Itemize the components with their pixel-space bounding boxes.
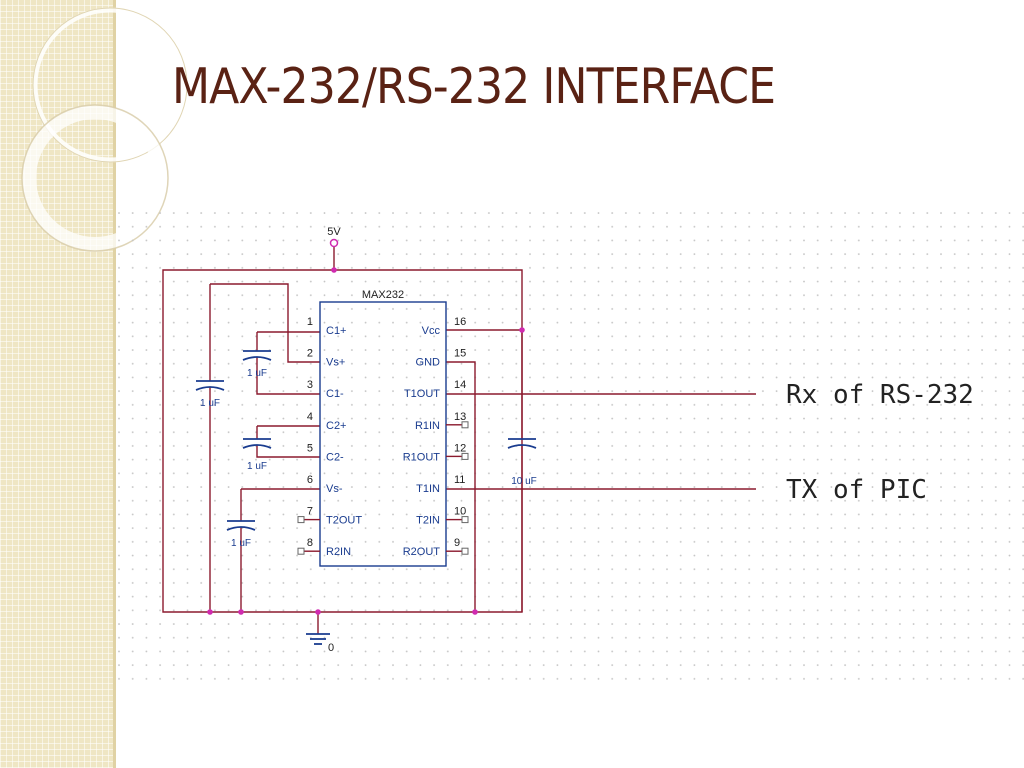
pin-1-c1-: 1C1+	[307, 316, 347, 337]
pin-name: T1OUT	[404, 388, 440, 400]
pin-number: 7	[307, 506, 313, 518]
pin-name: R2OUT	[403, 546, 441, 558]
pin-5-c2-: 5C2-	[307, 442, 344, 463]
capacitor-c3-value: 1 uF	[200, 398, 220, 409]
pin-4-c2-: 4C2+	[307, 411, 347, 432]
capacitor-c4-symbol	[226, 520, 256, 531]
pin-number: 3	[307, 379, 313, 391]
pin-name: C1-	[326, 388, 344, 400]
capacitor-c1-symbol	[242, 350, 272, 361]
pin-name: C2-	[326, 451, 344, 463]
max232-chip-body	[319, 301, 447, 567]
pin-number: 15	[454, 348, 466, 360]
ic-name-label: MAX232	[362, 289, 404, 301]
pin-name: Vs+	[326, 357, 345, 369]
tx-signal-label: TX of PIC	[786, 475, 927, 505]
pin-number: 6	[307, 474, 313, 486]
schematic-diagram: 5V 0 MAX232 1 uF 1 uF 1 uF 1 uF 10 uF 1C…	[116, 210, 1024, 680]
pin-number: 14	[454, 379, 466, 391]
capacitor-c3-symbol	[195, 380, 225, 391]
pin-number: 4	[307, 411, 313, 423]
pin-number: 11	[454, 474, 465, 486]
capacitor-c5-symbol	[507, 438, 537, 449]
pin-name: Vcc	[422, 325, 441, 337]
rx-signal-label: Rx of RS-232	[786, 380, 974, 410]
pin-number: 13	[454, 411, 466, 423]
pin-name: T2OUT	[326, 515, 362, 527]
pin-number: 8	[307, 537, 313, 549]
pin-number: 5	[307, 442, 313, 454]
pin-number: 2	[307, 348, 313, 360]
capacitor-c1-value: 1 uF	[247, 368, 267, 379]
capacitor-symbols	[195, 350, 537, 531]
pin-6-vs-: 6Vs-	[307, 474, 343, 495]
side-band-edge	[113, 0, 116, 768]
pin-number: 1	[307, 316, 313, 328]
capacitor-c2-value: 1 uF	[247, 461, 267, 472]
pin-name: C2+	[326, 420, 347, 432]
ground-symbol	[306, 633, 330, 645]
pin-name: R1IN	[415, 420, 440, 432]
pin-2-vs-: 2Vs+	[307, 348, 345, 369]
pin-name: T1IN	[416, 483, 440, 495]
pin-number: 12	[454, 442, 466, 454]
pin-name: C1+	[326, 325, 347, 337]
capacitor-c4-value: 1 uF	[231, 538, 251, 549]
pin-name: R2IN	[326, 546, 351, 558]
pin-number: 10	[454, 506, 466, 518]
schematic-grid	[116, 210, 1024, 680]
junction-dots	[207, 267, 525, 615]
pin-name: R1OUT	[403, 451, 441, 463]
slide-title: MAX-232/RS-232 INTERFACE	[172, 58, 776, 115]
ic-pins: 1C1+2Vs+3C1-4C2+5C2-6Vs-7T2OUT8R2IN16Vcc…	[297, 316, 469, 558]
ground-label: 0	[328, 642, 334, 654]
pin-3-c1-: 3C1-	[307, 379, 344, 400]
capacitor-c2-symbol	[242, 438, 272, 449]
supply-label: 5V	[327, 226, 341, 238]
wires	[162, 247, 756, 634]
pin-number: 16	[454, 316, 466, 328]
capacitor-c5-value: 10 uF	[511, 476, 537, 487]
pin-name: Vs-	[326, 483, 343, 495]
pin-number: 9	[454, 537, 460, 549]
pin-name: GND	[416, 357, 441, 369]
decorative-rings	[21, 7, 188, 252]
supply-terminal	[329, 238, 339, 248]
pin-name: T2IN	[416, 515, 440, 527]
